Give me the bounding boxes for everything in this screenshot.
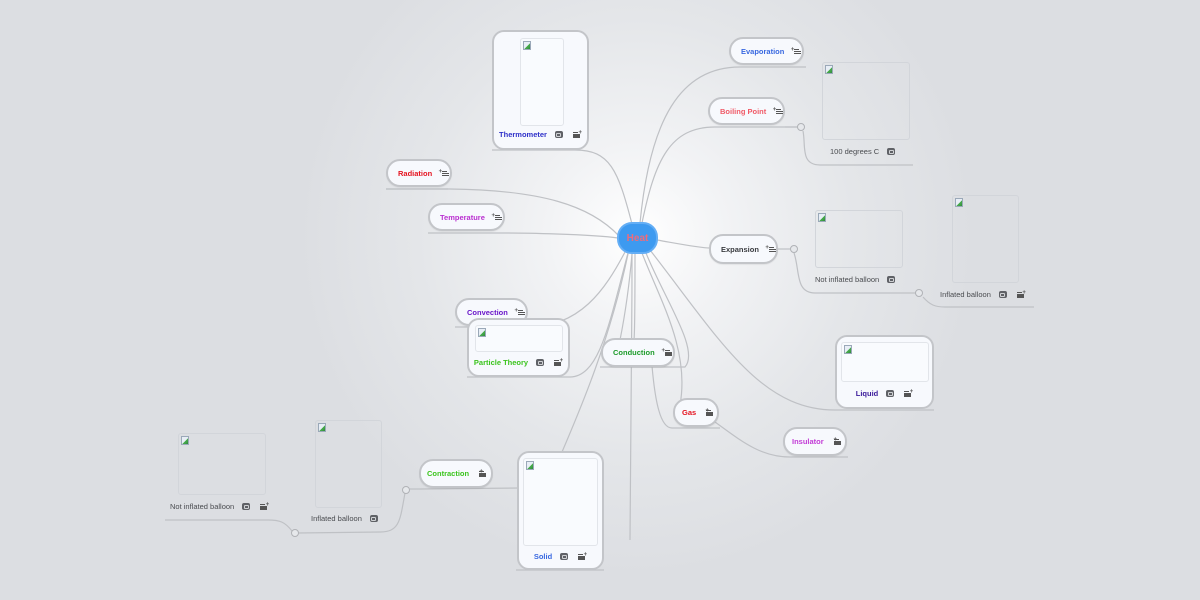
topic-label: Radiation xyxy=(398,168,433,178)
subtopic-expansion-inflated[interactable]: Inflated balloon + xyxy=(940,195,1035,305)
image-icon[interactable] xyxy=(369,515,378,522)
topic-conduction[interactable]: Conduction + xyxy=(601,338,675,367)
note-icon[interactable]: + xyxy=(572,130,582,138)
subtopic-label: 100 degrees C xyxy=(830,147,880,156)
broken-image-icon xyxy=(844,345,852,354)
image-icon[interactable] xyxy=(887,148,896,155)
balloon-image xyxy=(815,210,903,268)
subtopic-expansion-not-inflated[interactable]: Not inflated balloon xyxy=(815,210,915,290)
root-label: Heat xyxy=(626,232,649,244)
topic-label: Evaporation xyxy=(741,46,785,56)
subtopic-label: Not inflated balloon xyxy=(170,502,235,511)
topic-particle-theory[interactable]: Particle Theory + xyxy=(467,318,570,377)
broken-image-icon xyxy=(318,423,326,432)
note-icon[interactable]: + xyxy=(260,502,269,510)
image-icon[interactable] xyxy=(886,390,895,397)
topic-solid[interactable]: Solid + xyxy=(517,451,604,570)
topic-label: Contraction xyxy=(427,469,470,478)
subtopic-label: Inflated balloon xyxy=(940,290,991,299)
note-icon[interactable]: + xyxy=(554,358,563,366)
topic-label: Particle Theory xyxy=(473,358,529,367)
topic-label: Expansion xyxy=(721,244,759,254)
note-icon[interactable]: + xyxy=(479,469,487,477)
note-icon[interactable]: + xyxy=(904,389,913,397)
topic-label: Convection xyxy=(467,307,508,317)
broken-image-icon xyxy=(818,213,826,222)
image-icon[interactable] xyxy=(560,553,569,560)
balloon-image xyxy=(952,195,1019,283)
topic-label: Liquid xyxy=(855,389,879,398)
topic-label: Conduction xyxy=(613,348,655,357)
image-icon[interactable] xyxy=(998,291,1007,298)
topic-liquid[interactable]: Liquid + xyxy=(835,335,934,409)
broken-image-icon xyxy=(955,198,963,207)
topic-label: Gas xyxy=(682,408,697,417)
topic-label: Thermometer xyxy=(499,130,547,139)
topic-label: Temperature xyxy=(440,212,485,222)
broken-image-icon xyxy=(523,41,531,50)
note-icon[interactable]: + xyxy=(578,552,587,560)
note-icon[interactable]: + xyxy=(705,408,714,416)
broken-image-icon xyxy=(181,436,189,445)
thermometer-image xyxy=(520,38,564,126)
note-icon[interactable]: + xyxy=(833,437,841,445)
root-topic-heat[interactable]: Heat xyxy=(617,222,658,254)
topic-radiation[interactable]: Radiation + xyxy=(386,159,452,187)
topic-gas[interactable]: Gas + xyxy=(673,398,719,427)
topic-boiling-point[interactable]: Boiling Point + xyxy=(708,97,785,125)
image-icon[interactable] xyxy=(536,359,545,366)
broken-image-icon xyxy=(825,65,833,74)
solid-image xyxy=(523,458,598,546)
balloon-image xyxy=(315,420,382,508)
subtopic-100-degrees[interactable]: 100 degrees C xyxy=(822,62,912,162)
topic-contraction[interactable]: Contraction + xyxy=(419,459,493,488)
image-icon[interactable] xyxy=(554,131,563,138)
topic-expansion[interactable]: Expansion + xyxy=(709,234,778,264)
liquid-image xyxy=(841,342,929,382)
topic-label: Solid xyxy=(533,552,553,561)
topic-evaporation[interactable]: Evaporation + xyxy=(729,37,804,65)
subtopic-label: Inflated balloon xyxy=(311,514,362,523)
subtopic-contraction-not-inflated[interactable]: Not inflated balloon + xyxy=(170,433,280,517)
topic-thermometer[interactable]: Thermometer + xyxy=(492,30,589,150)
broken-image-icon xyxy=(478,328,486,337)
note-icon[interactable]: + xyxy=(1016,290,1026,298)
image-icon[interactable] xyxy=(242,503,251,510)
broken-image-icon xyxy=(526,461,534,470)
balloon-image xyxy=(178,433,266,495)
subtopic-label: Not inflated balloon xyxy=(815,275,880,284)
topic-label: Insulator xyxy=(792,437,824,446)
particle-theory-image xyxy=(475,325,563,352)
topic-insulator[interactable]: Insulator + xyxy=(783,427,847,456)
boiling-image xyxy=(822,62,910,140)
topic-label: Boiling Point xyxy=(720,106,767,116)
image-icon[interactable] xyxy=(887,276,896,283)
topic-temperature[interactable]: Temperature + xyxy=(428,203,505,231)
subtopic-contraction-inflated[interactable]: Inflated balloon xyxy=(311,420,391,528)
